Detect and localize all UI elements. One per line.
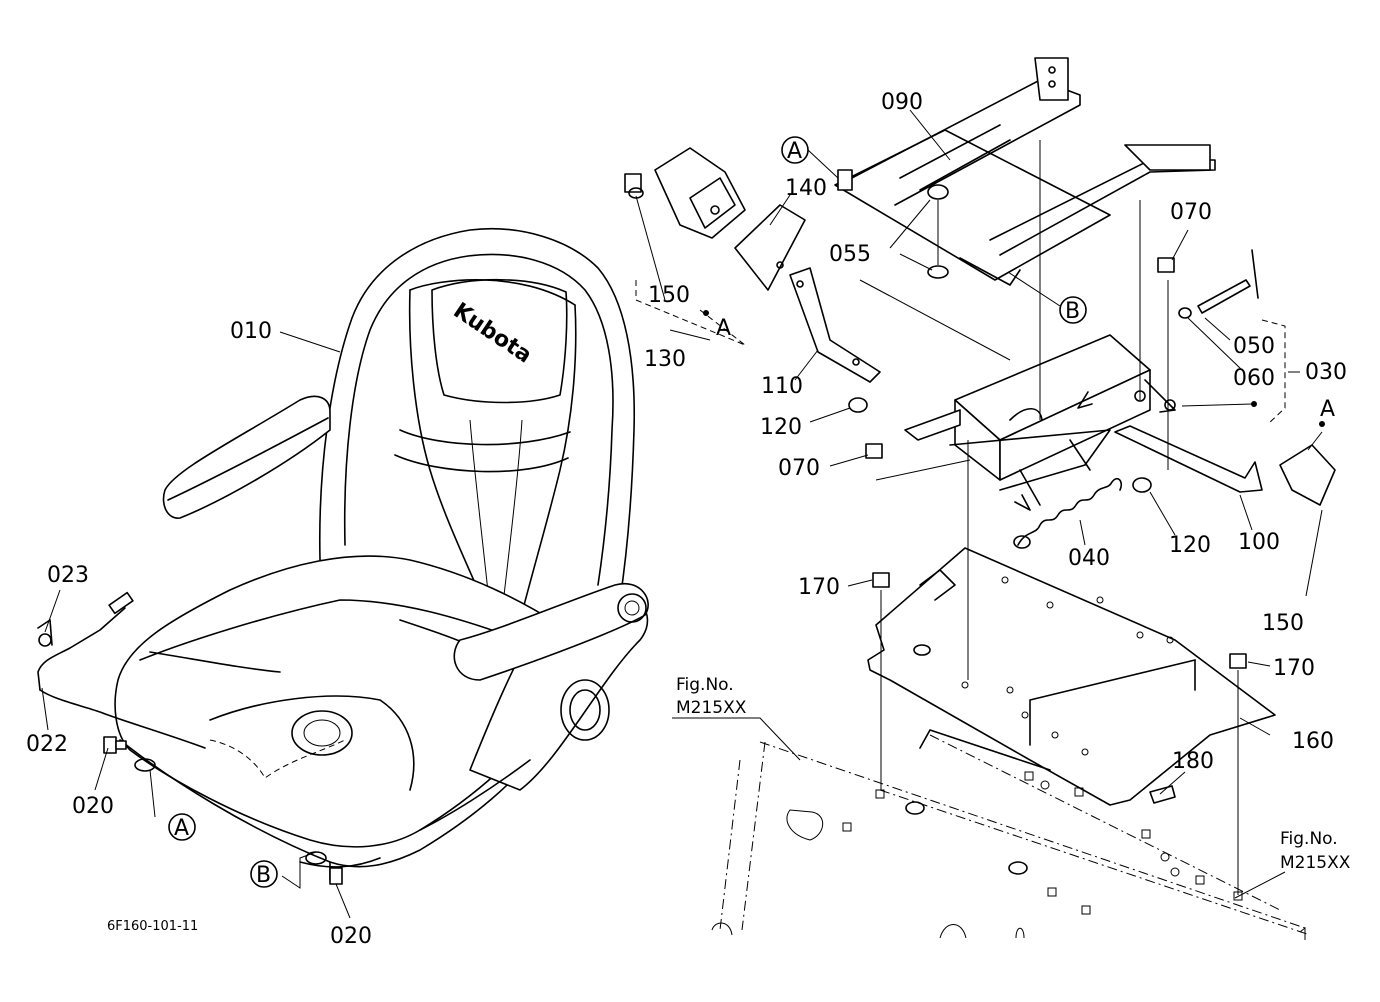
callout-140: 140 <box>785 176 827 201</box>
figure-references: Fig.No. M215XX Fig.No. M215XX <box>676 675 1351 873</box>
bolt-020-right <box>305 851 343 885</box>
fig-ref-left-line1: Fig.No. <box>676 675 734 695</box>
callout-010: 010 <box>230 319 272 344</box>
slide-rail-assembly <box>834 57 1216 286</box>
fig-ref-left-line2: M215XX <box>676 698 747 718</box>
callout-180: 180 <box>1172 749 1214 774</box>
ref-b-rail: B <box>1065 299 1080 324</box>
callout-030: 030 <box>1305 360 1347 385</box>
callout-labels: 010 023 022 020 020 150 140 130 090 055 … <box>26 90 1347 949</box>
base-plate <box>867 440 1276 895</box>
bolt-020-left <box>103 736 156 772</box>
leader-lines <box>41 109 1325 919</box>
callout-070-right: 070 <box>1170 200 1212 225</box>
seat-belt-assembly <box>624 147 806 346</box>
callout-055: 055 <box>829 242 871 267</box>
callout-020-right: 020 <box>330 924 372 949</box>
callout-160: 160 <box>1292 729 1334 754</box>
callout-050: 050 <box>1233 334 1275 359</box>
callout-150-lower: 150 <box>1262 611 1304 636</box>
callout-170-right: 170 <box>1273 656 1315 681</box>
seat-assembly: Kubota <box>114 227 649 881</box>
callout-090: 090 <box>881 90 923 115</box>
callout-100: 100 <box>1238 530 1280 555</box>
callout-150-upper: 150 <box>648 283 690 308</box>
fig-ref-right-line2: M215XX <box>1280 853 1351 873</box>
callout-120-lower: 120 <box>1169 533 1211 558</box>
callout-070-left: 070 <box>778 456 820 481</box>
callout-020-left: 020 <box>72 794 114 819</box>
callout-023: 023 <box>47 563 89 588</box>
callout-022: 022 <box>26 732 68 757</box>
seat-harness <box>37 591 206 749</box>
drawing-code: 6F160-101-11 <box>107 919 198 934</box>
suspension-mechanism <box>789 140 1336 549</box>
fig-ref-right-line1: Fig.No. <box>1280 829 1338 849</box>
reference-marks: A B A B A A <box>168 136 1335 888</box>
ref-a-seat: A <box>174 816 189 841</box>
callout-060: 060 <box>1233 366 1275 391</box>
callout-120-upper: 120 <box>760 415 802 440</box>
ref-b-seat: B <box>256 863 271 888</box>
ref-a-right: A <box>1320 397 1335 422</box>
ref-a-rail: A <box>787 139 802 164</box>
callout-110: 110 <box>761 374 803 399</box>
callout-040: 040 <box>1068 546 1110 571</box>
callout-130: 130 <box>644 347 686 372</box>
callout-170-left: 170 <box>798 575 840 600</box>
frame <box>711 729 1311 940</box>
ref-a-belt: A <box>716 316 731 341</box>
